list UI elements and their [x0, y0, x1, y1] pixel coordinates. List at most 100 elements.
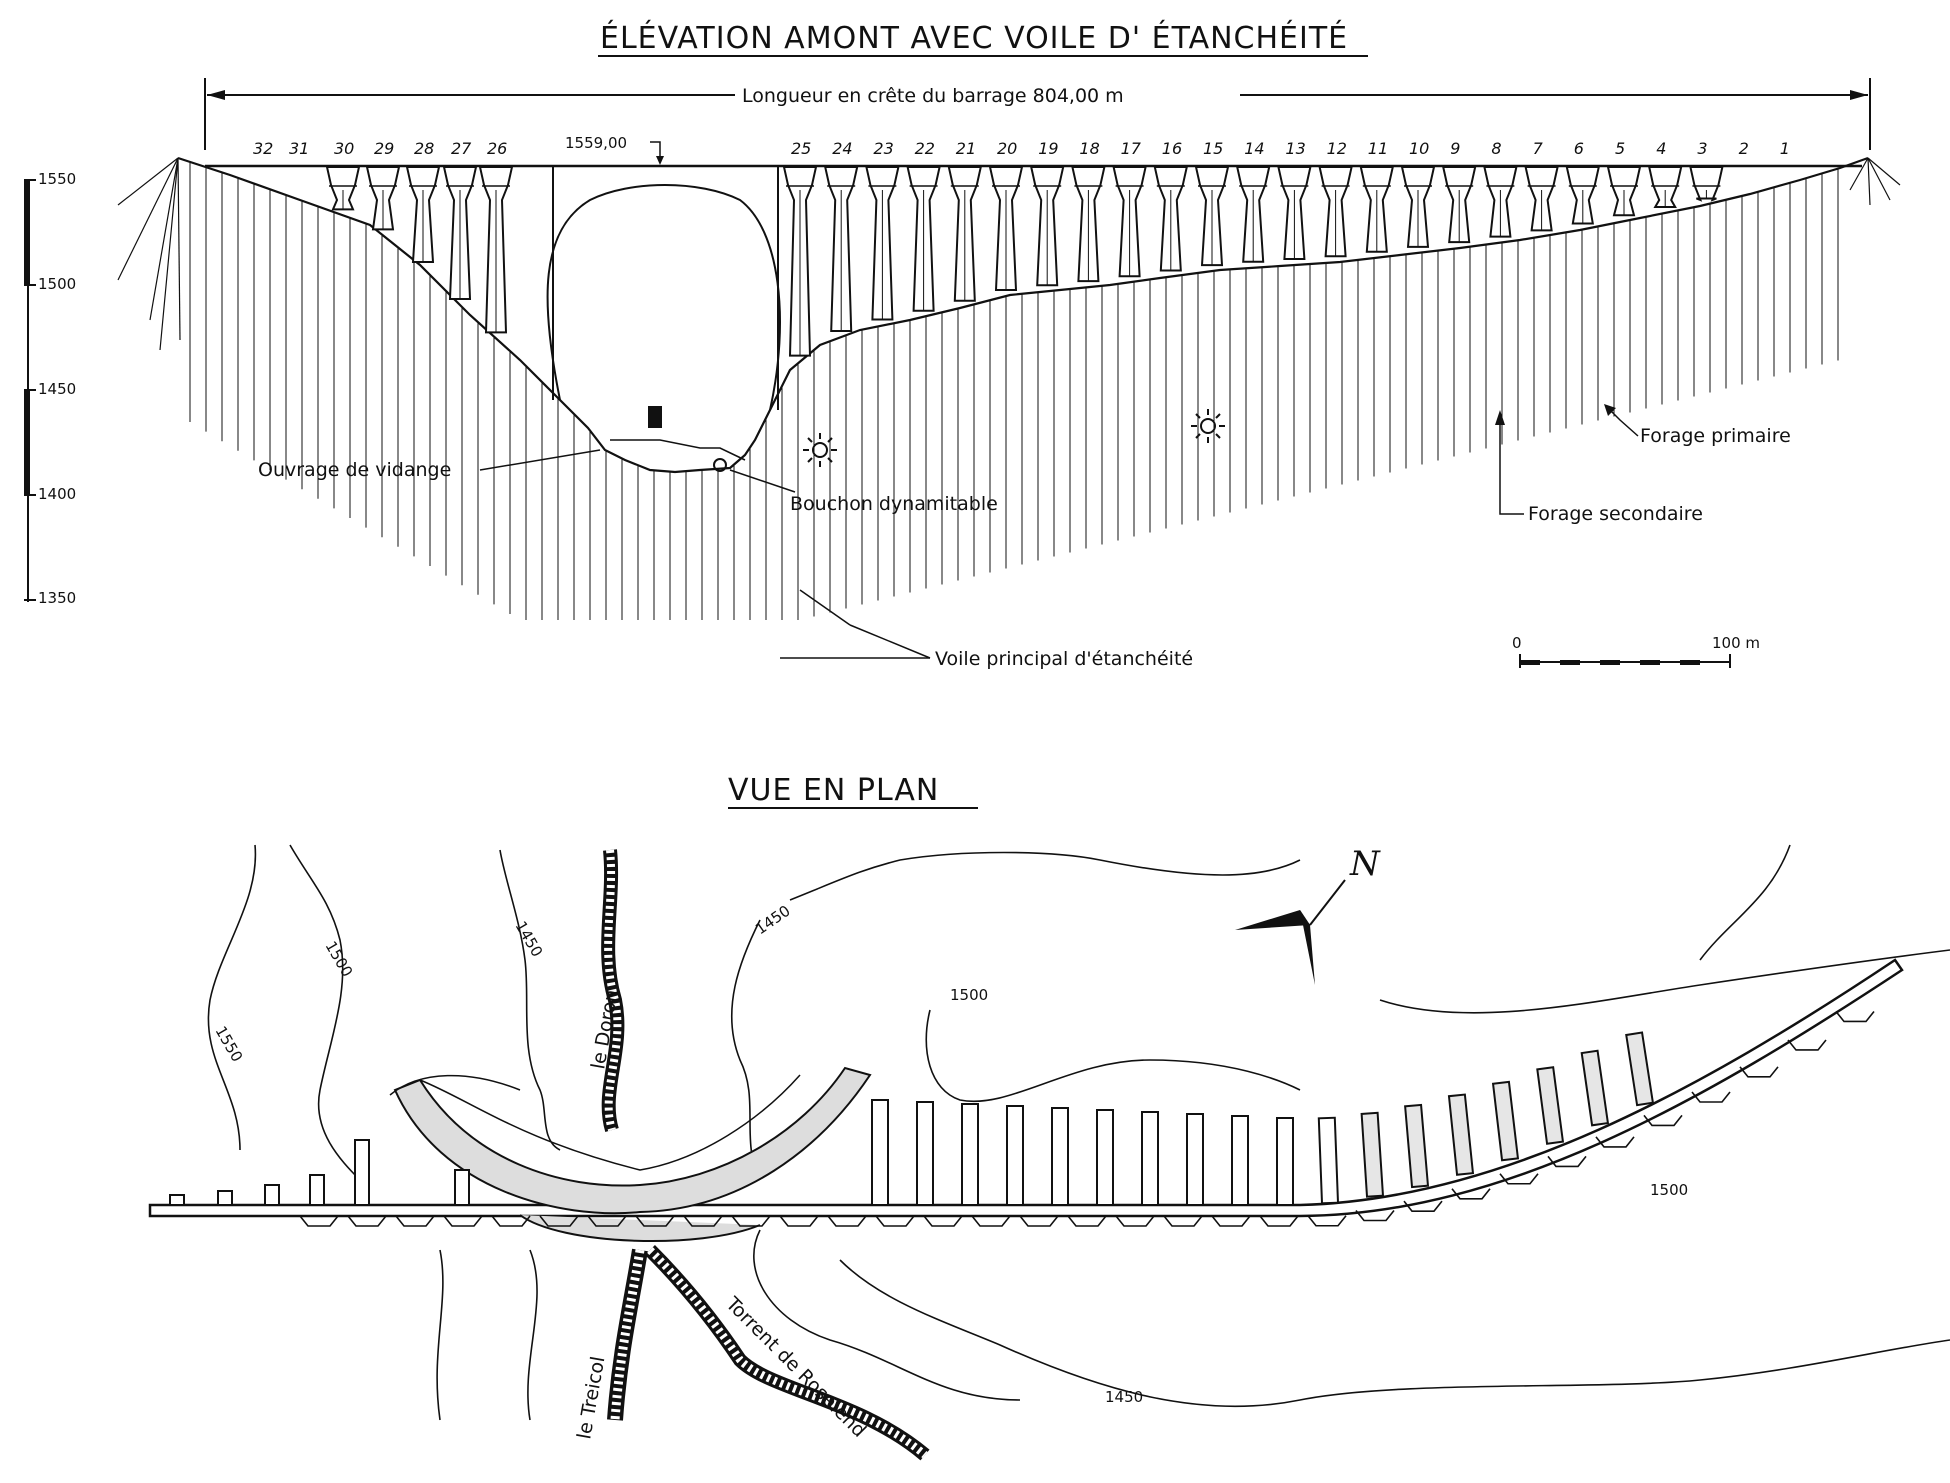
buttress	[365, 166, 401, 231]
right-edge-rays	[1849, 157, 1901, 206]
buttress	[1235, 166, 1271, 263]
label-ouvrage-de-vidange: Ouvrage de vidange	[258, 459, 451, 481]
buttress-number: 7	[1533, 139, 1544, 158]
foundation-tooth	[1595, 1136, 1635, 1148]
buttress-number: 13	[1285, 139, 1305, 158]
buttress	[1483, 166, 1518, 238]
contour-label-1500-top: 1500	[950, 986, 988, 1004]
buttress-number: 25	[791, 139, 811, 158]
buttress-number: 2	[1739, 139, 1749, 158]
plan-buttress	[916, 1101, 934, 1206]
scale-tick-1550: 1550	[38, 170, 76, 188]
buttress	[1277, 166, 1312, 261]
label-voile-principal: Voile principal d'étanchéité	[935, 648, 1193, 670]
plan-buttress	[1006, 1105, 1024, 1206]
scale-tick-1500: 1500	[38, 275, 76, 293]
buttress-number: 3	[1697, 139, 1707, 158]
buttress-number: 28	[414, 139, 434, 158]
plan-buttress	[1186, 1113, 1204, 1206]
foundation-tooth	[779, 1215, 819, 1227]
plug-icon	[713, 458, 727, 472]
buttress-number: 17	[1121, 139, 1142, 158]
plan-buttress	[1276, 1117, 1294, 1206]
buttress	[442, 166, 478, 300]
buttress	[1689, 166, 1724, 202]
scale-bar-end: 100 m	[1712, 634, 1760, 652]
contour-label-1500-right: 1500	[1650, 1181, 1688, 1199]
foundation-tooth	[443, 1215, 483, 1227]
buttress	[1606, 166, 1642, 217]
sun-icon	[1191, 409, 1225, 443]
buttress	[1071, 166, 1106, 283]
contour-lines	[207, 844, 1950, 1421]
foundation-tooth	[347, 1215, 387, 1227]
foundation-tooth	[395, 1215, 435, 1227]
foundation-tooth	[1835, 1010, 1875, 1023]
buttress	[1029, 166, 1065, 287]
scale-tick-1400: 1400	[38, 485, 76, 503]
elevation-view: ÉLÉVATION AMONT AVEC VOILE D' ÉTANCHÉITÉ…	[24, 20, 1901, 670]
foundation-tooth	[1355, 1209, 1395, 1222]
plan-buttress	[1317, 1116, 1340, 1205]
buttress-number: 9	[1450, 139, 1460, 158]
buttress-number: 32	[253, 139, 273, 158]
buttress-number: 12	[1327, 139, 1347, 158]
buttress-number: 23	[873, 139, 893, 158]
contour-label-1450-left: 1450	[512, 918, 547, 960]
arch-dam-plan	[389, 1066, 872, 1243]
river-doron	[601, 849, 625, 1133]
foundation-tooth	[827, 1215, 867, 1227]
buttress	[325, 166, 361, 211]
left-edge-rays	[117, 157, 181, 351]
contour-label-1450-bottom: 1450	[1105, 1388, 1143, 1406]
buttress	[1400, 166, 1436, 248]
buttress	[1318, 166, 1353, 258]
buttress	[1194, 166, 1230, 267]
river-label-treicol: le Treicol	[573, 1355, 609, 1441]
buttress-number: 1	[1780, 139, 1790, 158]
buttress	[865, 166, 900, 321]
foundation-tooth	[731, 1215, 771, 1227]
foundation-tooth	[299, 1215, 339, 1227]
buttress-number: 21	[956, 139, 976, 158]
buttress-number: 8	[1491, 139, 1501, 158]
plan-buttress	[454, 1169, 470, 1206]
foundation-tooth	[1067, 1215, 1107, 1227]
north-arrow-icon: N	[1235, 844, 1381, 985]
buttress-number: 10	[1409, 139, 1429, 158]
buttress	[405, 166, 441, 263]
buttress-number: 18	[1079, 139, 1099, 158]
scale-tick-1450: 1450	[38, 380, 76, 398]
foundation-tooth	[971, 1215, 1011, 1227]
label-forage-primaire: Forage primaire	[1640, 425, 1791, 447]
plan-title: VUE EN PLAN	[728, 773, 939, 808]
buttress	[1359, 166, 1395, 253]
foundation-tooth	[1115, 1215, 1155, 1227]
plan-foundation-teeth	[299, 1010, 1875, 1227]
length-dimension: Longueur en crête du barrage 804,00 m	[204, 78, 1871, 150]
plan-buttress	[1491, 1080, 1520, 1162]
buttress-number: 11	[1368, 139, 1388, 158]
plan-buttresses	[169, 1031, 1655, 1206]
foundation-tooth	[539, 1215, 579, 1227]
foundation-tooth	[587, 1215, 627, 1227]
buttress	[906, 166, 941, 312]
foundation-tooth	[1691, 1091, 1731, 1103]
buttress-number: 15	[1203, 139, 1223, 158]
north-label: N	[1349, 844, 1381, 884]
plan-buttress	[1051, 1107, 1069, 1206]
plan-buttress	[1625, 1031, 1655, 1107]
buttress-number: 29	[374, 139, 394, 158]
buttress	[1112, 166, 1147, 278]
river-treicol	[607, 1248, 648, 1421]
plan-buttress	[1580, 1049, 1610, 1127]
plan-buttress	[1096, 1109, 1114, 1206]
contour-label-1550: 1550	[212, 1023, 247, 1065]
buttress	[1565, 166, 1601, 225]
buttress	[823, 166, 859, 333]
grout-curtain-lines	[189, 161, 1839, 620]
central-arch	[546, 184, 781, 411]
foundation-tooth	[1259, 1215, 1299, 1227]
foundation-tooth	[923, 1215, 963, 1227]
